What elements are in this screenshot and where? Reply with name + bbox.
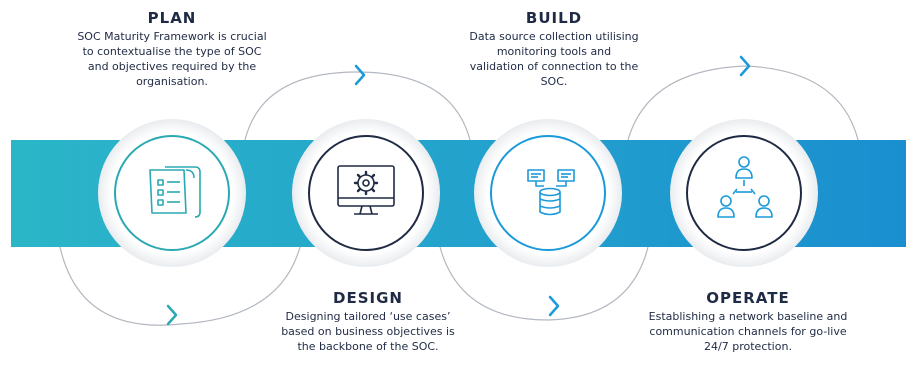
process-loop-arcs [59, 65, 859, 326]
chevron-right-icon [739, 55, 751, 77]
build-title: BUILD [525, 9, 583, 27]
plan-title: PLAN [147, 9, 197, 27]
build-description: Data source collection utilising monitor… [469, 30, 639, 88]
operate-description: Establishing a network baseline and comm… [648, 310, 848, 353]
network-people-icon [717, 156, 773, 218]
document-checklist-icon [149, 166, 201, 218]
step-node-build [474, 119, 622, 267]
operate-title: OPERATE [706, 289, 790, 307]
chevron-right-icon [354, 64, 366, 86]
design-description: Designing tailored ‘use cases’ based on … [281, 310, 455, 353]
design-title: DESIGN [333, 289, 403, 307]
chevron-right-icon [548, 295, 560, 317]
chevron-right-icon [166, 304, 178, 326]
database-collection-icon [527, 169, 575, 216]
upper-arc-build-operate [627, 65, 859, 141]
step-node-operate [670, 119, 818, 267]
lower-arc-plan-design [59, 246, 301, 326]
lower-arc-design-build [439, 246, 649, 321]
upper-arc-plan-design [244, 71, 471, 141]
monitor-gear-icon [337, 165, 395, 215]
plan-description: SOC Maturity Framework is crucial to con… [77, 30, 267, 88]
